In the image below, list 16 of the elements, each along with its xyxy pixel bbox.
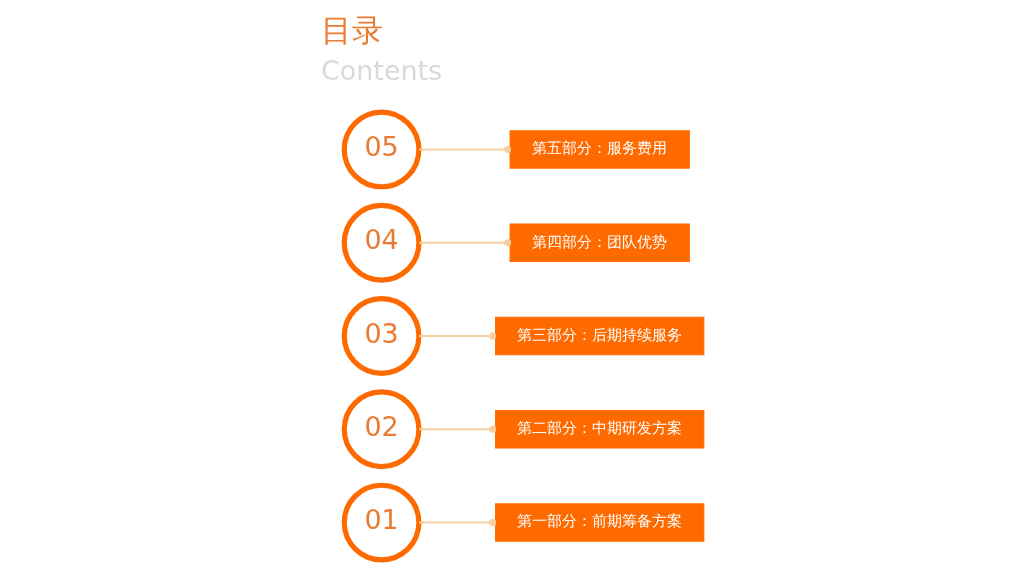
node-box: 第一部分：前期筹备方案 bbox=[495, 503, 705, 542]
node-circle: 04 bbox=[341, 202, 422, 283]
connector bbox=[419, 332, 497, 340]
node-circle: 01 bbox=[341, 482, 422, 563]
connector bbox=[419, 519, 497, 527]
connector bbox=[419, 145, 512, 153]
node-circle: 05 bbox=[341, 109, 422, 190]
node-circle: 03 bbox=[341, 296, 422, 376]
connector bbox=[419, 239, 512, 247]
connector bbox=[419, 425, 497, 433]
node-box: 第三部分：后期持续服务 bbox=[495, 316, 705, 356]
node-box: 第五部分：服务费用 bbox=[509, 130, 690, 169]
node-box: 第四部分：团队优势 bbox=[509, 223, 690, 262]
node-box: 第二部分：中期研发方案 bbox=[495, 410, 705, 449]
diagram-title: 目录 bbox=[321, 12, 384, 49]
node-circle: 02 bbox=[341, 389, 422, 470]
